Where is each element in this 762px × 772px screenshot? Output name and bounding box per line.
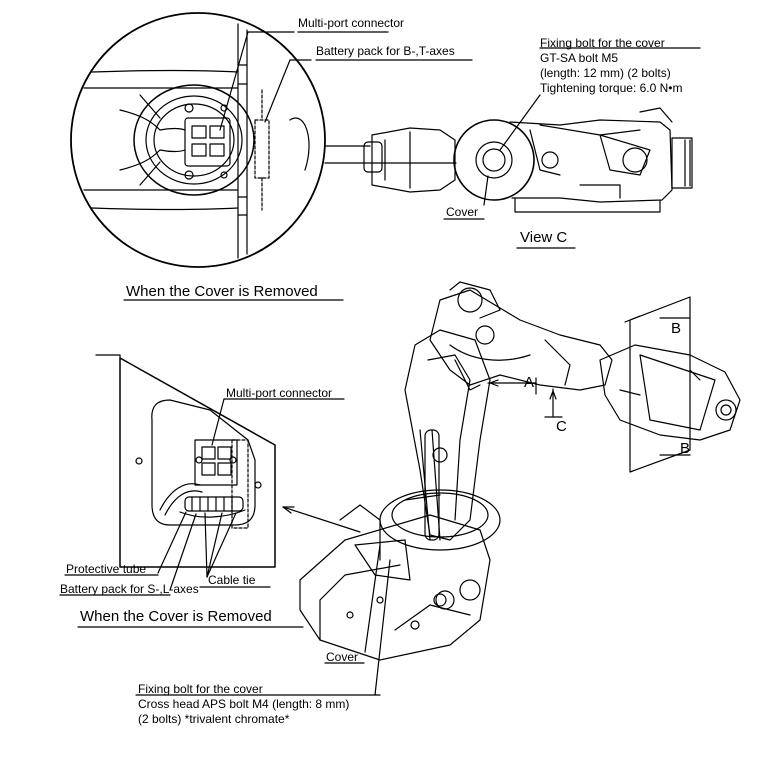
bottom-bolt-spec: Cross head APS bolt M4 (length: 8 mm) [138,697,350,711]
bottom-bolt-detail: (2 bolts) *trivalent chromate* [138,712,290,726]
cable-tie-label: Cable tie [208,573,256,587]
view-c-bolt-spec: GT-SA bolt M5 [540,51,619,65]
view-c-caption: View C [520,229,568,246]
arrow-a-label: A [524,374,535,391]
view-c-cover-label: Cover [446,205,479,219]
lower-multiport-label: Multi-port connector [226,386,333,400]
lower-caption: When the Cover is Removed [80,608,272,625]
top-multiport-label: Multi-port connector [298,16,405,30]
view-c-drawing [363,47,701,213]
top-caption: When the Cover is Removed [126,283,318,300]
top-detail-circle [70,12,326,268]
bottom-bolt-title: Fixing bolt for the cover [138,682,263,696]
view-c-bolt-title: Fixing bolt for the cover [540,36,665,50]
arrow-b-bottom-label: B [680,440,691,457]
arrow-b-top-label: B [671,320,682,337]
robot-drawing [282,281,741,696]
main-cover-label: Cover [326,650,359,664]
arrow-c-label: C [556,418,567,435]
view-c-bolt-torque: Tightening torque: 6.0 N•m [540,81,683,95]
lower-detail-panel [95,354,345,591]
view-c-bolt-length: (length: 12 mm) (2 bolts) [540,66,671,80]
top-battery-label: Battery pack for B-,T-axes [316,44,455,58]
protective-tube-label: Protective tube [66,562,147,576]
lower-battery-label: Battery pack for S-,L-axes [60,582,199,596]
